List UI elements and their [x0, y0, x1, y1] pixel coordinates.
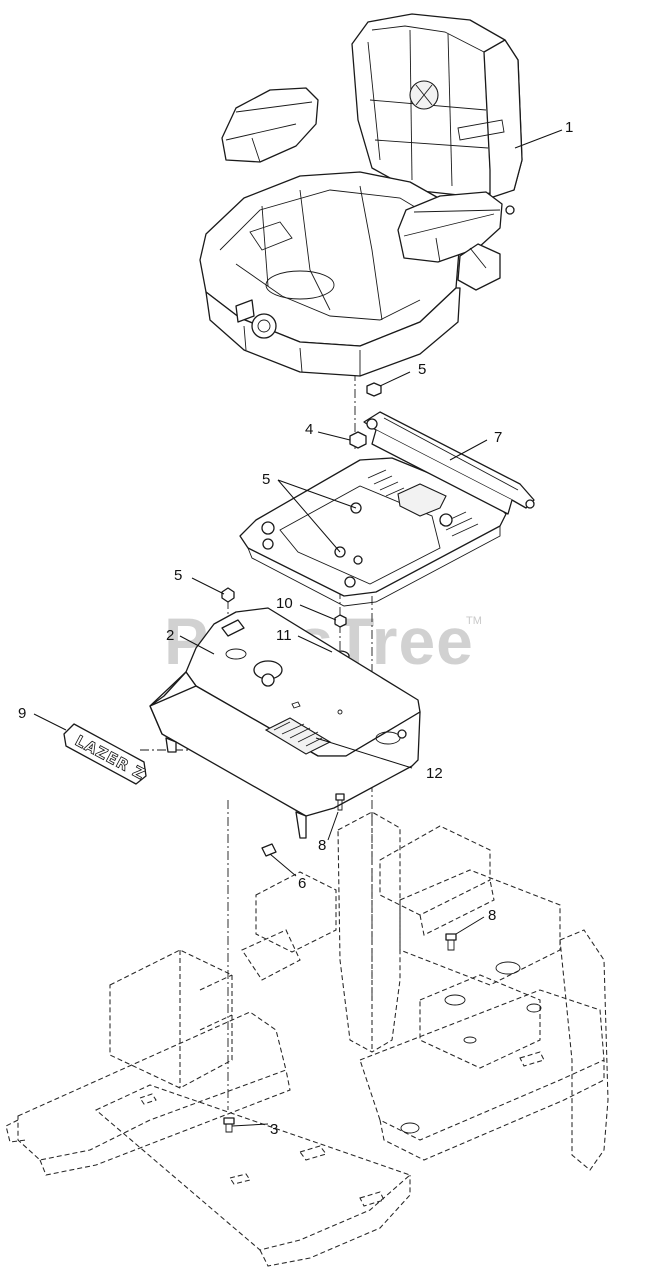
watermark-tm: TM [466, 615, 482, 627]
callout-2: 2 [166, 627, 174, 644]
bolt-3 [223, 1117, 235, 1125]
callout-3: 3 [270, 1121, 278, 1138]
callout-leaders [33, 129, 563, 1127]
bolt-8-frame [445, 933, 457, 941]
mower-frame [5, 811, 609, 1267]
callout-9: 9 [18, 705, 26, 722]
bolts [223, 793, 457, 1133]
callout-11: 11 [276, 627, 292, 644]
spacer-4 [349, 431, 367, 449]
callout-5-top: 5 [418, 361, 426, 378]
callout-5-left: 5 [174, 567, 182, 584]
callout-6: 6 [298, 875, 306, 892]
seat-mount-plate [239, 382, 535, 607]
seat-assembly [199, 13, 523, 377]
callout-12: 12 [426, 765, 443, 782]
bolt-6 [261, 843, 277, 857]
callout-7: 7 [494, 429, 502, 446]
lazer-z-emblem: LAZER Z [63, 723, 149, 785]
nut-10 [334, 614, 347, 628]
callout-labels: 1 2 3 4 5 5 5 6 7 8 8 9 10 11 12 [18, 119, 573, 1138]
callout-1: 1 [565, 119, 573, 136]
callout-10: 10 [276, 595, 293, 612]
callout-8-frame: 8 [488, 907, 496, 924]
callout-5-mid: 5 [262, 471, 270, 488]
callout-8-panel: 8 [318, 837, 326, 854]
nut-5-top [366, 382, 382, 397]
nut-5-left [221, 587, 235, 603]
callout-4: 4 [305, 421, 313, 438]
seat-support-panel [149, 607, 421, 839]
